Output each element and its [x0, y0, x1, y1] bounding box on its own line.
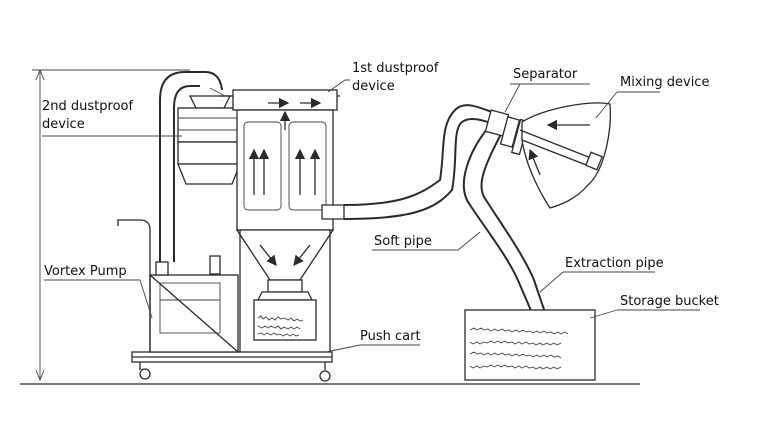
- label-soft-pipe: Soft pipe: [374, 234, 432, 249]
- mixing-device: [519, 102, 611, 209]
- storage-bucket: [464, 309, 596, 381]
- push-cart: [131, 351, 333, 382]
- discharge-material: [257, 315, 304, 337]
- second-dustproof-device: [177, 87, 340, 185]
- label-push-cart: Push cart: [360, 329, 421, 344]
- cart-wheel-right: [319, 370, 331, 382]
- leader-first-dustproof: [327, 79, 350, 93]
- label-first-dustproof-line2: device: [352, 79, 395, 94]
- first-dustproof-device: [232, 89, 338, 352]
- label-storage-bucket: Storage bucket: [620, 294, 719, 309]
- leader-lines: [42, 79, 700, 353]
- leader-extraction-pipe: [539, 271, 655, 293]
- soft-pipe: [343, 104, 495, 220]
- label-mixing-device: Mixing device: [620, 75, 709, 90]
- cart-wheel-left: [139, 368, 151, 380]
- leader-storage-bucket: [589, 309, 700, 319]
- leader-push-cart: [325, 344, 420, 353]
- height-dimension: [32, 68, 190, 382]
- label-first-dustproof-line1: 1st dustproof: [352, 61, 439, 76]
- return-pipe: [159, 71, 223, 262]
- leader-mixing-device: [595, 91, 660, 119]
- label-second-dustproof-line1: 2nd dustproof: [42, 99, 133, 114]
- label-extraction-pipe: Extraction pipe: [565, 256, 664, 271]
- leader-separator: [504, 83, 590, 113]
- stored-material: [469, 327, 569, 370]
- leader-vortex-pump: [44, 279, 153, 319]
- vortex-pump: [117, 219, 239, 353]
- inlet-pipe-stub: [321, 204, 345, 220]
- label-second-dustproof-line2: device: [42, 117, 85, 132]
- leader-soft-pipe: [372, 231, 481, 251]
- label-vortex-pump: Vortex Pump: [44, 264, 127, 279]
- label-separator: Separator: [513, 67, 578, 82]
